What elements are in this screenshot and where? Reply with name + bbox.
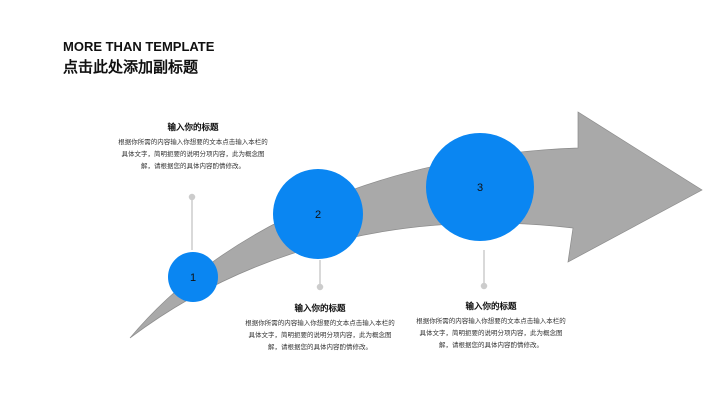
step-body: 根据你所需的内容输入你想要的文本点击输入本栏的具体文字，简明扼要的说明分项内容，… (118, 138, 268, 170)
step-circle-1 (168, 252, 218, 302)
step-circle-2 (273, 169, 363, 259)
step-number-3: 3 (477, 182, 483, 194)
step-title: 输入你的标题 (294, 304, 346, 314)
step-body: 根据你所需的内容输入你想要的文本点击输入本栏的具体文字，简明扼要的说明分项内容，… (416, 317, 566, 349)
slide-subtitle: 点击此处添加副标题 (63, 58, 199, 76)
step-body: 根据你所需的内容输入你想要的文本点击输入本栏的具体文字，简明扼要的说明分项内容，… (245, 319, 395, 351)
step-title: 输入你的标题 (167, 123, 219, 133)
step-number-1: 1 (190, 272, 196, 284)
connector-3 (480, 250, 488, 290)
connector-1 (188, 193, 196, 250)
step-circle-3 (426, 133, 534, 241)
step-title: 输入你的标题 (465, 302, 517, 312)
curved-arrow (129, 111, 703, 339)
step-text-1: 输入你的标题 根据你所需的内容输入你想要的文本点击输入本栏的具体文字，简明扼要的… (118, 121, 268, 172)
slide-title: MORE THAN TEMPLATE (63, 39, 215, 54)
connector-2 (316, 260, 324, 291)
step-number-2: 2 (315, 209, 321, 221)
step-text-3: 输入你的标题 根据你所需的内容输入你想要的文本点击输入本栏的具体文字，简明扼要的… (416, 300, 566, 351)
step-text-2: 输入你的标题 根据你所需的内容输入你想要的文本点击输入本栏的具体文字，简明扼要的… (245, 302, 395, 353)
